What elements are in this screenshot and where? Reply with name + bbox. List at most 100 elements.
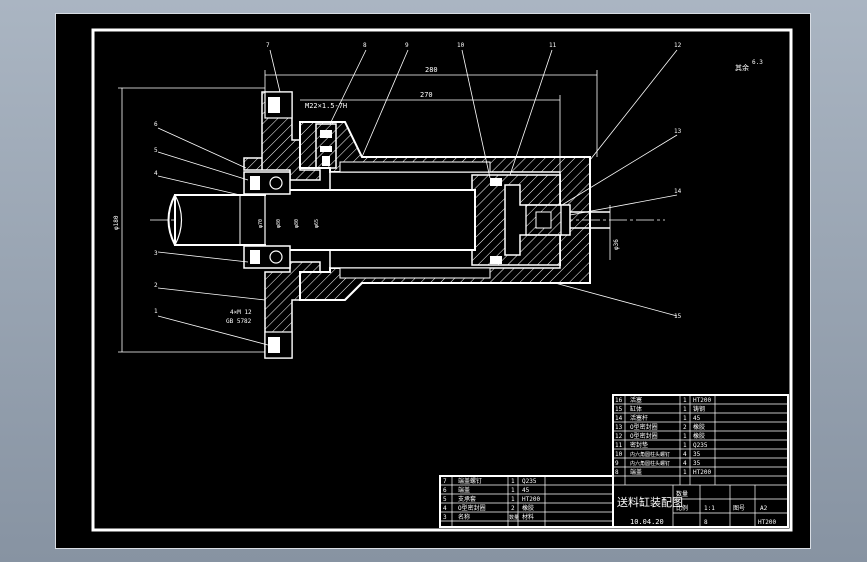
dim-overall: 280 [425,66,438,74]
drawing-date: 10.04.20 [630,518,664,526]
drawing-no-value: A2 [760,505,768,512]
bom-right-name: 端盖 [630,468,642,476]
bom-left-no: 3 [443,514,447,521]
bom-right-mat: 铸钢 [693,405,705,413]
balloon-2: 2 [154,282,158,289]
balloon-4: 4 [154,170,158,177]
balloon-8: 8 [363,42,367,49]
bom-left-mat: Q235 [522,478,537,485]
balloon-3: 3 [154,250,158,257]
drawing-title: 送料缸装配图 [617,495,683,509]
bom-left-name: 端盖螺钉 [458,477,482,485]
bom-right-qty: 1 [683,415,687,422]
bom-left: 7 端盖螺钉 1 Q235 6 端盖 1 45 5 支承套 1 HT200 4 … [443,477,540,521]
balloon-13: 13 [674,128,682,135]
shaft-dim-4: φ65 [314,219,320,228]
bom-right-mat: 橡胶 [693,423,705,431]
balloon-10: 10 [457,42,465,49]
bom-right-no: 12 [615,433,623,440]
balloon-1: 1 [154,308,158,315]
balloon-11: 11 [549,42,557,49]
bom-left-no: 6 [443,487,447,494]
bom-right: 16 活塞 1 HT200 15 缸体 1 铸钢 14 活塞杆 1 45 13 … [615,396,711,476]
bom-right-no: 16 [615,397,623,404]
bom-right-mat: 橡胶 [693,432,705,440]
bom-right-no: 14 [615,415,623,422]
bom-right-name: 缸体 [630,405,642,413]
balloon-6: 6 [154,121,158,128]
drawing-no-label: 图号 [733,505,745,512]
balloon-5: 5 [154,147,158,154]
bom-left-name: O型密封圈 [458,504,486,512]
bom-left-mat: 橡胶 [522,504,534,512]
bom-right-no: 10 [615,451,623,458]
bom-right-qty: 1 [683,442,687,449]
balloon-9: 9 [405,42,409,49]
bom-left-no: 7 [443,478,447,485]
balloon-15: 15 [674,313,682,320]
inner-border [91,28,793,532]
bom-left-no: 4 [443,505,447,512]
bom-right-qty: 1 [683,433,687,440]
bom-right-mat: 45 [693,415,701,422]
title-block [439,394,789,528]
material-value: HT200 [758,519,776,526]
bom-right-no: 11 [615,442,623,449]
thread-callout: M22×1.5-7H [305,102,347,110]
bearing-pair [243,171,291,269]
dim-left-dia: φ180 [113,215,120,230]
bom-left-name: 名称 [458,513,470,521]
bom-right-no: 13 [615,424,623,431]
bom-left-qty: 1 [511,487,515,494]
balloon-14: 14 [674,188,682,195]
bom-right-no: 8 [615,469,619,476]
bom-right-name: 内六角圆柱头螺钉 [630,451,670,458]
bom-left-name: 支承套 [458,495,476,503]
dimensions [118,70,611,353]
bom-left-no: 5 [443,496,447,503]
bom-right-qty: 1 [683,469,687,476]
bom-right-qty: 2 [683,424,687,431]
bolt-callout-1: 4×M 12 [230,309,252,316]
bom-left-qty: 数量 [509,514,519,521]
balloon-7: 7 [266,42,270,49]
balloon-12: 12 [674,42,682,49]
roughness-value: 6.3 [752,59,763,66]
qty-value: 8 [704,519,708,526]
bom-left-qty: 2 [511,505,515,512]
bom-left-qty: 1 [511,478,515,485]
bom-right-name: 密封垫 [630,441,648,449]
qty-label: 数量 [676,490,688,498]
roughness-note: 其余 [735,63,749,72]
bom-right-name: 内六角圆柱头螺钉 [630,460,670,467]
bom-right-no: 15 [615,406,623,413]
bolt-callout-2: GB 5782 [226,318,252,325]
bom-left-mat: HT200 [522,496,540,503]
bom-right-name: O型密封圈 [630,423,658,431]
bom-right-mat: HT200 [693,469,711,476]
shaft-dim-1: φ70 [258,219,264,228]
bom-right-mat: Q235 [693,442,708,449]
bom-left-mat: 45 [522,487,530,494]
bom-right-name: O型密封圈 [630,432,658,440]
dim-inner: 270 [420,91,433,99]
leader-lines [157,49,678,346]
shaft [167,189,476,251]
bom-right-mat: HT200 [693,397,711,404]
dim-right-dia: φ36 [613,239,620,250]
bom-right-no: 9 [615,460,619,467]
bom-left-qty: 1 [511,496,515,503]
bom-right-name: 活塞 [630,396,642,404]
bom-right-qty: 4 [683,460,687,467]
bom-right-qty: 1 [683,397,687,404]
bom-right-mat: 35 [693,460,701,467]
bom-right-name: 活塞杆 [630,414,648,422]
bom-right-qty: 4 [683,451,687,458]
bom-right-qty: 1 [683,406,687,413]
scale-value: 1:1 [704,505,715,512]
bom-right-mat: 35 [693,451,701,458]
shaft-dim-2: φ80 [276,219,282,228]
bom-left-mat: 材料 [522,513,534,521]
shaft-dim-3: φ80 [294,219,300,228]
